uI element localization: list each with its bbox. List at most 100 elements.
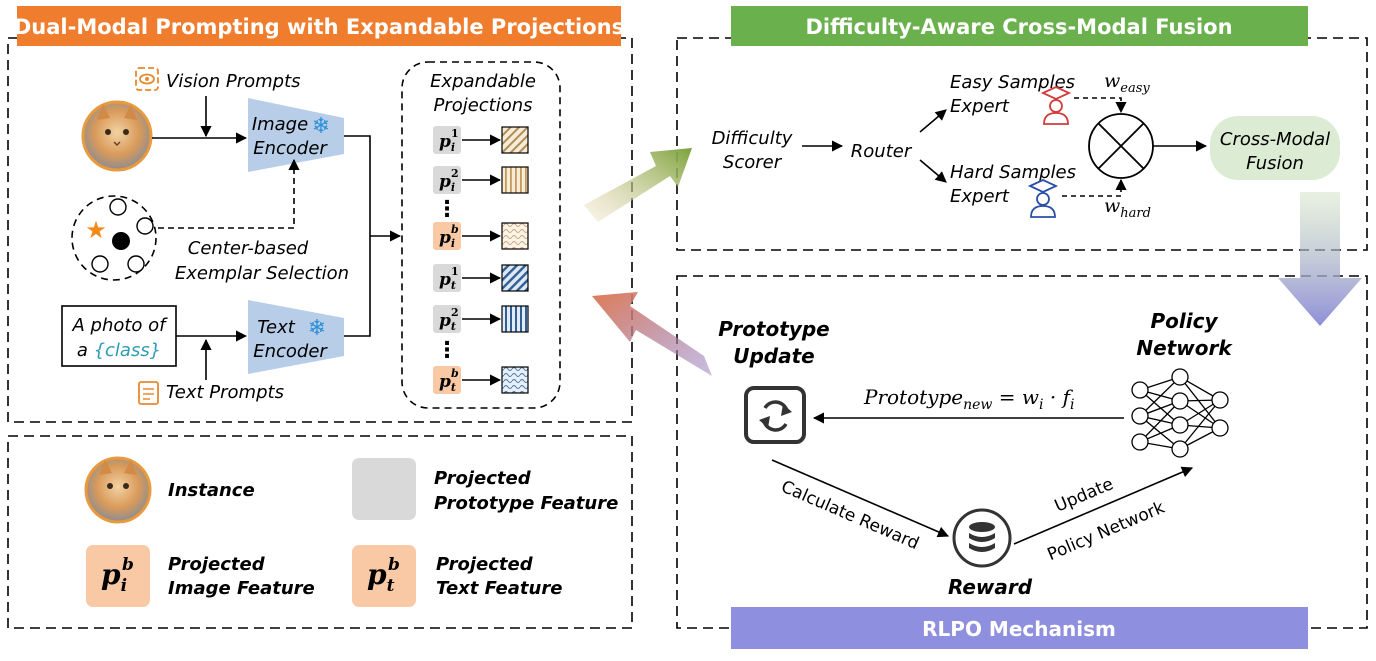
legend-image-feature-symbol: pi bbox=[101, 558, 127, 596]
projection-row-t2: pt 2 bbox=[433, 305, 529, 333]
svg-text:b: b bbox=[451, 367, 459, 380]
image-encoder-label-line1: Image bbox=[252, 114, 308, 135]
flow-arrow-from-rlpo bbox=[592, 292, 712, 376]
text-input-line1: A photo of bbox=[71, 315, 168, 336]
snowflake-icon: ❄ bbox=[308, 316, 326, 341]
text-encoder-block bbox=[248, 300, 344, 374]
projection-pattern-swatch bbox=[501, 126, 529, 154]
text-input-line2: a {class} bbox=[77, 340, 161, 361]
projection-pattern-swatch bbox=[501, 264, 529, 292]
difficulty-title-bar bbox=[731, 6, 1308, 46]
projection-row-i1: pi 1 bbox=[433, 126, 529, 154]
legend-text-feature-sup: b bbox=[388, 555, 400, 575]
svg-text:2: 2 bbox=[451, 306, 459, 319]
hard-expert-line1: Hard Samples bbox=[950, 162, 1076, 183]
prototype-to-reward-arrow bbox=[771, 459, 950, 538]
exemplar-label-line2: Exemplar Selection bbox=[175, 263, 349, 284]
easy-expert-line2: Expert bbox=[950, 96, 1010, 117]
router-to-easy-arrow bbox=[919, 109, 947, 133]
easy-weight-arrow bbox=[1074, 97, 1127, 114]
difficulty-title: Difficulty-Aware Cross-Modal Fusion bbox=[805, 15, 1232, 39]
cat-instance-image bbox=[81, 100, 153, 172]
database-coin-icon bbox=[952, 508, 1012, 568]
dual-modal-title-bar bbox=[17, 6, 621, 46]
text-prompts-label: Text Prompts bbox=[166, 382, 284, 403]
router-label: Router bbox=[851, 141, 913, 162]
rlpo-title-bar bbox=[731, 607, 1308, 649]
svg-text:b: b bbox=[451, 223, 459, 236]
star-icon: ★ bbox=[85, 216, 107, 244]
legend-prototype-line1: Projected bbox=[434, 468, 532, 489]
policy-network-line2: Network bbox=[1136, 336, 1233, 360]
exemplar-cluster-icon: ★ bbox=[71, 195, 157, 281]
projection-pattern-swatch bbox=[501, 305, 529, 333]
text-input-box bbox=[61, 305, 177, 367]
svg-text:1: 1 bbox=[451, 265, 459, 278]
prototype-update-line1: Prototype bbox=[718, 317, 829, 341]
eye-icon bbox=[135, 67, 159, 91]
reward-to-policy-arrow bbox=[1013, 466, 1194, 545]
projection-row-i2: pi 2 bbox=[433, 166, 529, 194]
svg-text:pi: pi bbox=[439, 172, 455, 194]
svg-text:pi: pi bbox=[439, 132, 455, 154]
exemplar-to-encoder-arrow bbox=[158, 158, 300, 229]
text-encoder-label-line2: Encoder bbox=[253, 341, 328, 362]
w-easy-label: weasy bbox=[1104, 70, 1150, 96]
text-encoder-label-line1: Text bbox=[257, 317, 295, 338]
rlpo-title: RLPO Mechanism bbox=[922, 617, 1116, 641]
svg-text:pt: pt bbox=[439, 372, 456, 394]
legend-instance-icon bbox=[84, 456, 152, 524]
text-input-prefix: a bbox=[77, 340, 94, 361]
neural-network-icon bbox=[1131, 368, 1229, 458]
policy-network-line1: Policy bbox=[1150, 309, 1218, 333]
graduate-icon-hard bbox=[1027, 179, 1059, 218]
image-encoder-out-line bbox=[344, 135, 371, 236]
hard-expert-line2: Expert bbox=[950, 186, 1010, 207]
legend-text-feature-line2: Text Feature bbox=[436, 578, 562, 599]
svg-text:2: 2 bbox=[451, 167, 459, 180]
multiply-operator-icon bbox=[1088, 113, 1154, 179]
graduate-icon-easy bbox=[1040, 86, 1072, 125]
svg-text:pt: pt bbox=[439, 311, 456, 333]
router-to-hard-arrow bbox=[919, 159, 947, 183]
rlpo-panel-frame bbox=[676, 275, 1368, 629]
image-encoder-label-line2: Encoder bbox=[253, 138, 328, 159]
expandable-label-line2: Projections bbox=[433, 95, 532, 116]
projection-row-ib: pi b bbox=[433, 222, 529, 250]
legend-image-feature-sup: b bbox=[122, 555, 134, 575]
legend-prototype-swatch bbox=[352, 458, 416, 520]
prototype-update-line2: Update bbox=[733, 344, 815, 368]
projection-dots-image: ⋮ bbox=[436, 197, 458, 222]
difficulty-scorer-line1: Difficulty bbox=[712, 128, 793, 149]
legend-image-feature-line2: Image Feature bbox=[168, 578, 315, 599]
dual-modal-title: Dual-Modal Prompting with Expandable Pro… bbox=[14, 15, 624, 39]
projection-pattern-swatch bbox=[501, 366, 529, 394]
svg-text:pt: pt bbox=[439, 270, 456, 292]
document-icon bbox=[138, 381, 159, 405]
w-hard-label: whard bbox=[1104, 195, 1151, 221]
projection-pattern-swatch bbox=[501, 222, 529, 250]
projection-row-tb: pt b bbox=[433, 366, 529, 394]
legend-instance-label: Instance bbox=[168, 480, 255, 501]
reward-label: Reward bbox=[948, 575, 1033, 599]
svg-text:1: 1 bbox=[451, 127, 459, 140]
projection-row-t1: pt 1 bbox=[433, 264, 529, 292]
hard-weight-arrow bbox=[1062, 178, 1127, 197]
projection-pattern-swatch bbox=[501, 166, 529, 194]
legend-text-feature-swatch bbox=[352, 545, 416, 607]
cross-modal-fusion-line2: Fusion bbox=[1246, 153, 1304, 174]
projection-dots-text: ⋮ bbox=[436, 338, 458, 363]
expandable-projections-container bbox=[401, 61, 561, 409]
legend-text-feature-line1: Projected bbox=[436, 554, 534, 575]
legend-text-feature-symbol: pt bbox=[367, 558, 395, 596]
prototype-formula: Prototypenew = wi · fi bbox=[863, 385, 1074, 413]
legend-image-feature-swatch bbox=[86, 545, 150, 607]
exemplar-label-line1: Center-based bbox=[188, 238, 309, 259]
vision-prompts-label: Vision Prompts bbox=[166, 71, 301, 92]
image-encoder-block bbox=[248, 98, 344, 172]
update-policy-line1: Update bbox=[1052, 474, 1116, 516]
cross-modal-fusion-line1: Cross-Modal bbox=[1220, 129, 1330, 150]
legend-prototype-line2: Prototype Feature bbox=[434, 493, 618, 514]
easy-expert-line1: Easy Samples bbox=[950, 72, 1075, 93]
